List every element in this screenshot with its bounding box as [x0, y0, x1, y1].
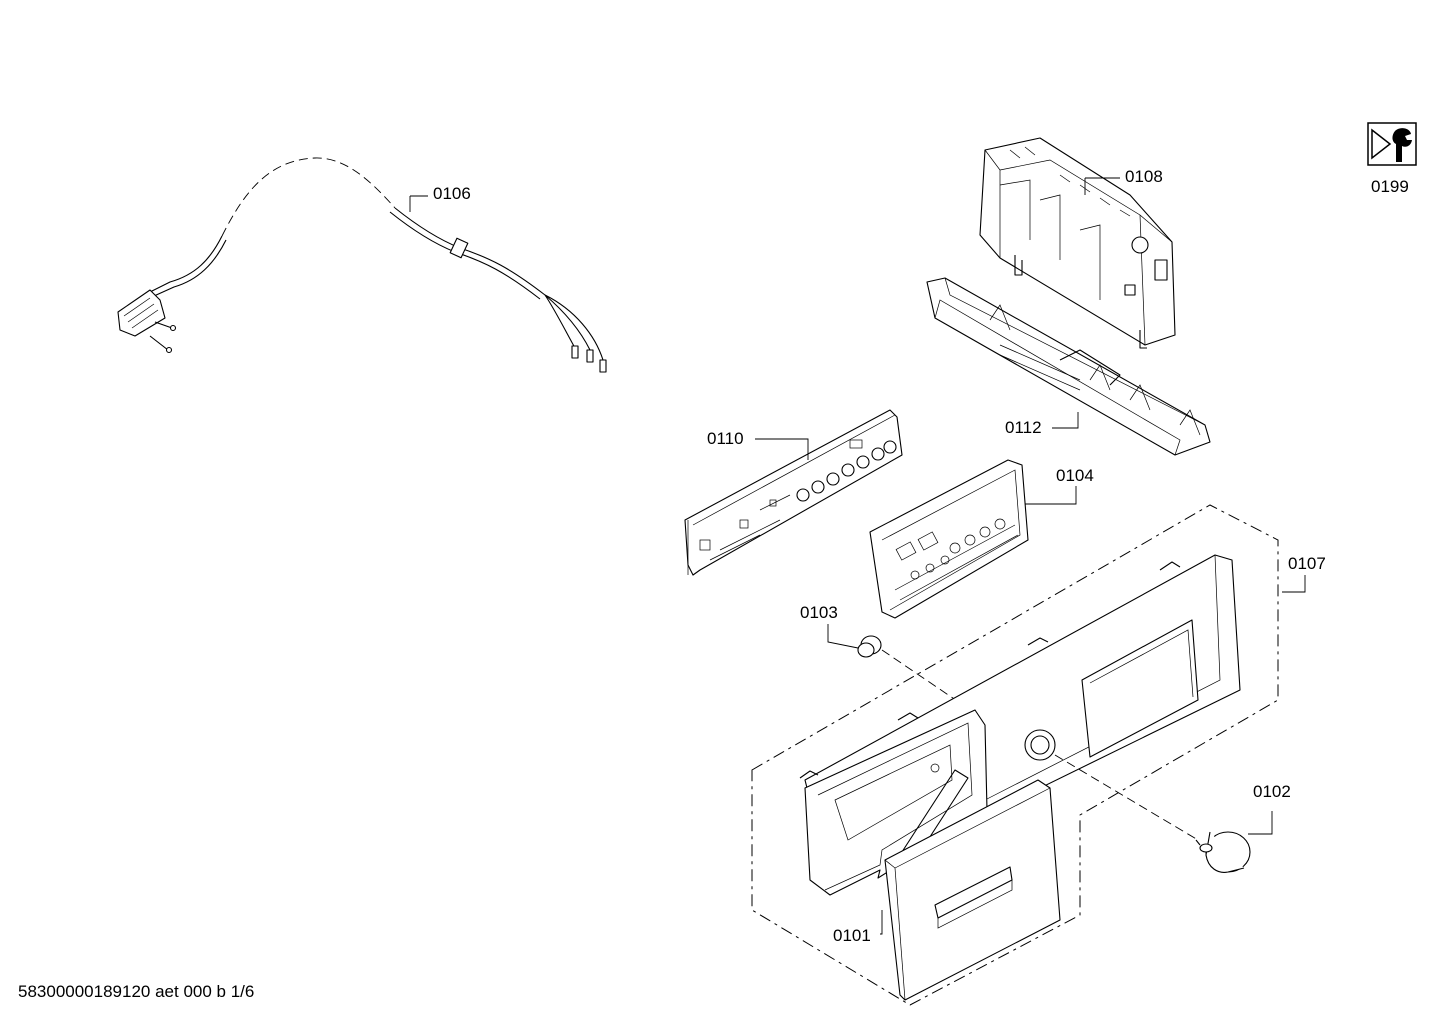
- button-0103[interactable]: [857, 635, 882, 658]
- label-0199: 0199: [1371, 177, 1409, 196]
- label-0101: 0101: [833, 926, 871, 945]
- knob-0102[interactable]: [1195, 831, 1251, 873]
- label-0108: 0108: [1125, 167, 1163, 186]
- control-module-0108[interactable]: [979, 137, 1176, 349]
- circuit-board-0110[interactable]: [684, 409, 903, 576]
- label-0110: 0110: [707, 429, 744, 448]
- display-frame-0104[interactable]: [869, 459, 1029, 619]
- label-0103: 0103: [800, 603, 838, 622]
- label-0102: 0102: [1253, 782, 1291, 801]
- drawer-handle-0101[interactable]: [884, 779, 1061, 1001]
- service-wrench-icon[interactable]: [1367, 122, 1417, 166]
- fascia-panel-0107[interactable]: [799, 554, 1241, 896]
- label-0112: 0112: [1005, 418, 1042, 437]
- power-cord-0106[interactable]: [117, 157, 607, 373]
- label-0106: 0106: [433, 184, 471, 203]
- label-0104: 0104: [1056, 466, 1094, 485]
- drawing-reference-footer: 58300000189120 aet 000 b 1/6: [18, 982, 254, 1001]
- bracket-0112[interactable]: [926, 277, 1211, 456]
- label-0107: 0107: [1288, 554, 1326, 573]
